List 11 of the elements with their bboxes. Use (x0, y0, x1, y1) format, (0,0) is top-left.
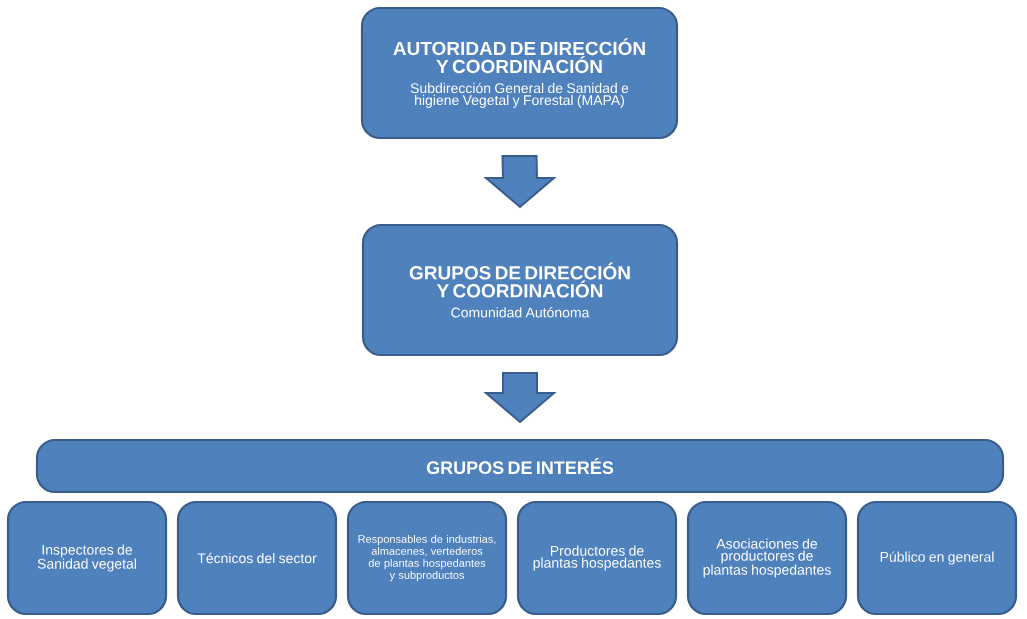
group-box: Inspectores de Sanidad vegetal (6, 500, 168, 616)
block-arrow (483, 155, 557, 209)
process-box: AUTORIDAD DE DIRECCIÓN Y COORDINACIÓN Subdirección General de Sanidad e higiene Vegetal y Forestal (MAPA) (360, 6, 679, 140)
process-box: GRUPOS DE DIRECCIÓN Y COORDINACIÓN Comunidad Autónoma (361, 223, 679, 357)
group-box: Técnicos del sector (176, 500, 338, 616)
group-box: Productores de plantas hospedantes (516, 500, 678, 616)
header-bar: GRUPOS DE INTERÉS (35, 438, 1005, 494)
group-box: Asociaciones de productores de plantas hospedantes (686, 500, 848, 616)
group-box: Responsables de industrias, almacenes, vertederos de plantas hospedantes y subproductos (346, 500, 508, 616)
group-box: Público en general (856, 500, 1018, 616)
block-arrow (483, 372, 557, 424)
